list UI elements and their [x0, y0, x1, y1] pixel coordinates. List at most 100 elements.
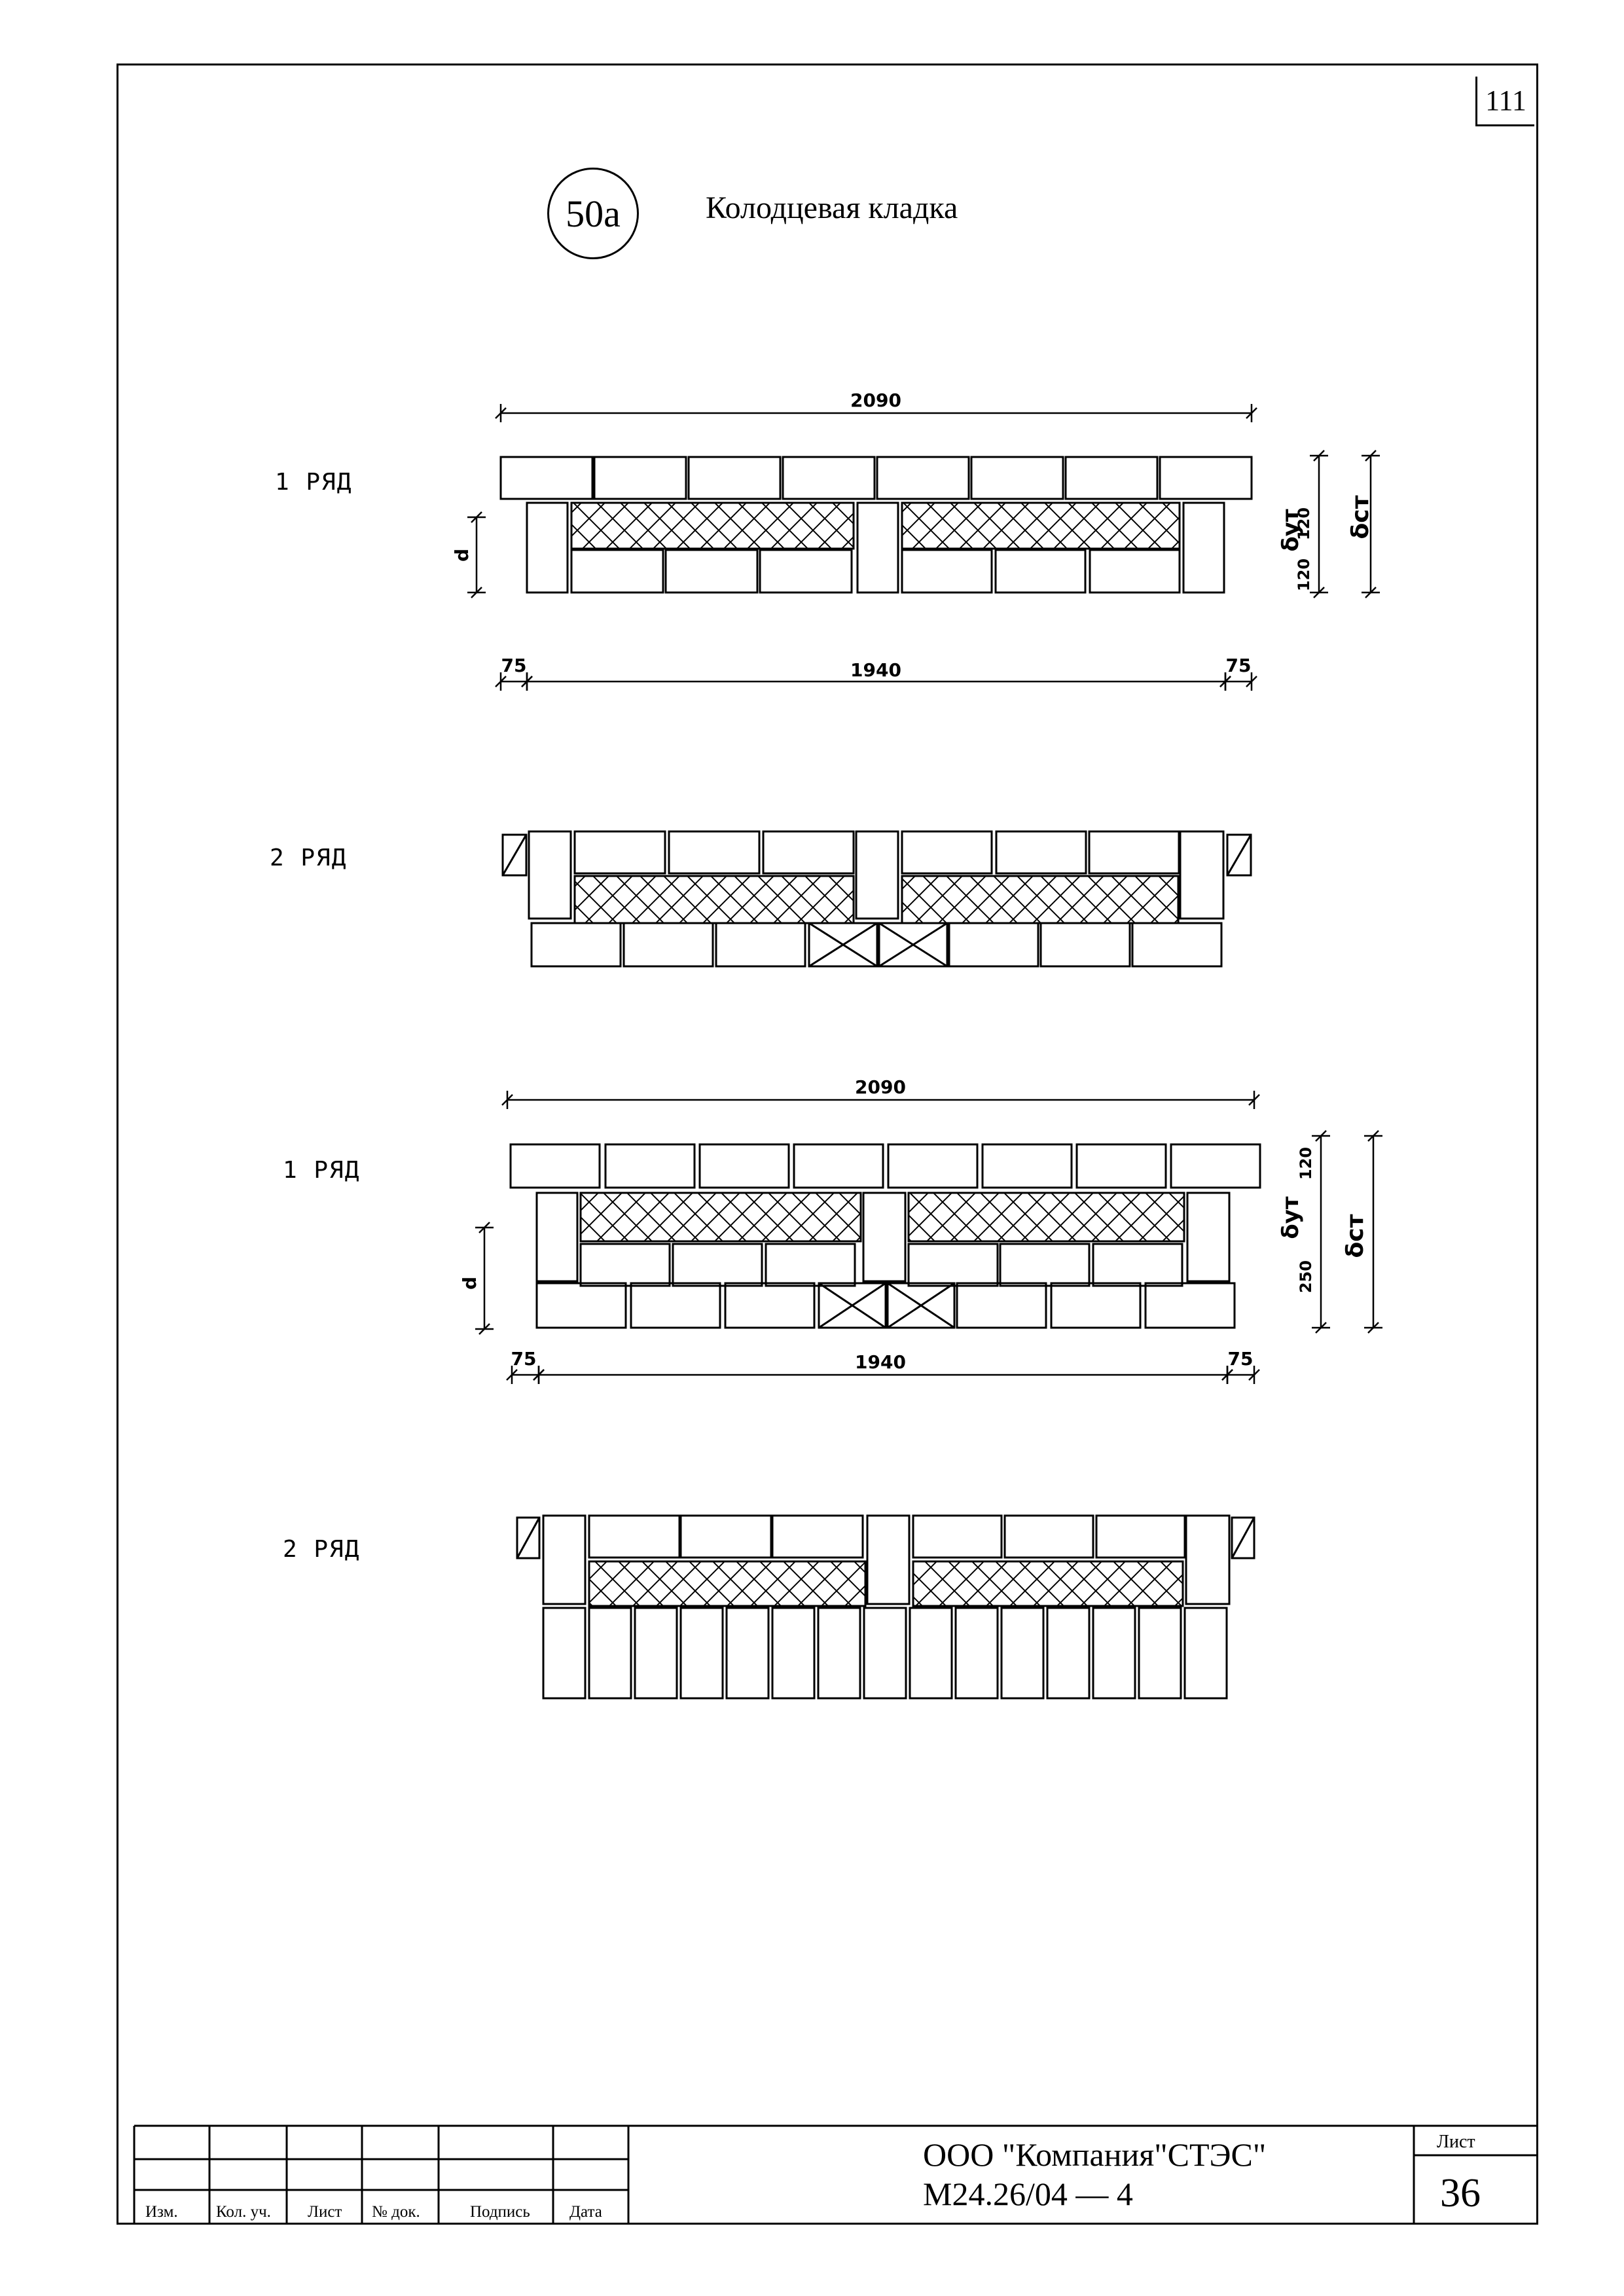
brick	[672, 1243, 763, 1287]
dim-tick	[1219, 676, 1231, 687]
document-code: М24.26/04 — 4	[923, 2176, 1133, 2212]
insulation-fill	[588, 1560, 867, 1607]
cut-brick	[886, 1282, 956, 1329]
dim-1940-2: 1940	[855, 1351, 906, 1373]
cut-brick	[818, 1282, 887, 1329]
insulation-fill	[573, 875, 855, 924]
drawing-id-circle: 50а	[547, 168, 639, 259]
brick	[887, 1143, 979, 1189]
dim-tick	[1365, 587, 1377, 598]
brick	[1075, 1143, 1167, 1189]
drawing-title: Колодцевая кладка	[706, 191, 958, 225]
tb-izm: Изм.	[145, 2203, 178, 2221]
drawing-frame	[117, 64, 1538, 2225]
dim-tick	[1315, 1130, 1327, 1142]
brick	[1179, 830, 1225, 920]
brick	[1000, 1607, 1045, 1700]
dim-75-left: 75	[501, 655, 527, 676]
brick	[994, 549, 1087, 594]
brick	[876, 456, 970, 500]
dim-tick	[501, 1094, 513, 1106]
dim-250: 250	[1297, 1260, 1315, 1293]
brick	[956, 1282, 1047, 1329]
brick	[724, 1282, 816, 1329]
brick	[970, 456, 1064, 500]
dim-tick	[1367, 1130, 1379, 1142]
half-brick-diagonal	[501, 834, 528, 876]
brick	[1183, 1607, 1228, 1700]
brick	[856, 501, 899, 594]
tb-list: Лист	[308, 2203, 342, 2221]
brick	[588, 1514, 681, 1559]
brick	[542, 1607, 586, 1700]
brick	[762, 830, 855, 875]
brick	[782, 456, 876, 500]
brick	[593, 456, 687, 500]
cut-brick-diagonal	[878, 922, 948, 968]
brick	[999, 1243, 1091, 1287]
brick	[863, 1607, 907, 1700]
brick	[679, 1514, 772, 1559]
brick	[1170, 1143, 1261, 1189]
brick	[604, 1143, 696, 1189]
brick	[526, 501, 569, 594]
dim-tick	[471, 511, 482, 523]
brick	[630, 1282, 721, 1329]
insulation-fill	[579, 1192, 862, 1243]
cut-brick-diagonal	[818, 1282, 886, 1329]
top-sheet-number: 111	[1475, 77, 1534, 126]
dim-75-right-2: 75	[1228, 1348, 1254, 1370]
brick	[668, 830, 761, 875]
dim-tick	[506, 1369, 518, 1381]
brick	[1003, 1514, 1094, 1559]
dim-tick	[1367, 1322, 1379, 1334]
brick	[793, 1143, 884, 1189]
row-label-2: 2 РЯД	[270, 845, 348, 871]
brick	[862, 1192, 907, 1283]
brick	[509, 1143, 601, 1189]
dim-75-left-2: 75	[511, 1348, 537, 1370]
dim-1940: 1940	[850, 659, 901, 681]
dim-2090-mid: 2090	[855, 1076, 906, 1098]
dim-tick	[1248, 1369, 1260, 1381]
dim-120-bottom: 120	[1295, 558, 1313, 591]
brick	[1039, 922, 1131, 968]
brick	[901, 830, 993, 875]
brick	[1092, 1243, 1183, 1287]
insulation-fill	[901, 875, 1180, 924]
brick	[1144, 1282, 1236, 1329]
brick	[771, 1607, 816, 1700]
brick	[634, 1607, 678, 1700]
brick	[535, 1192, 579, 1283]
half-brick-diagonal	[1226, 834, 1252, 876]
organization-name: ООО "Компания"СТЭС"	[923, 2136, 1267, 2173]
brick	[1185, 1514, 1231, 1605]
brick	[573, 830, 666, 875]
dim-tick	[1246, 676, 1257, 687]
insulation-fill	[912, 1560, 1184, 1607]
row-label-3: 1 РЯД	[283, 1157, 361, 1184]
tb-no-dok: № док.	[372, 2203, 420, 2221]
dim-2090-top: 2090	[850, 390, 901, 411]
dim-tick	[471, 587, 482, 598]
brick	[623, 922, 714, 968]
brick	[679, 1607, 724, 1700]
dim-delta-st: δст	[1347, 495, 1374, 539]
brick	[771, 1514, 864, 1559]
dim-tick	[1221, 1369, 1233, 1381]
dim-tick	[495, 676, 507, 687]
dim-tick	[478, 1222, 490, 1233]
brick	[528, 830, 572, 920]
brick	[995, 830, 1087, 875]
brick	[866, 1514, 911, 1605]
brick	[698, 1143, 790, 1189]
dim-75-right: 75	[1226, 655, 1252, 676]
brick	[1182, 501, 1225, 594]
brick	[901, 549, 993, 594]
brick	[912, 1514, 1003, 1559]
half-brick-diagonal	[516, 1517, 541, 1559]
brick	[530, 922, 622, 968]
dim-tick	[521, 676, 533, 687]
brick	[1050, 1282, 1142, 1329]
